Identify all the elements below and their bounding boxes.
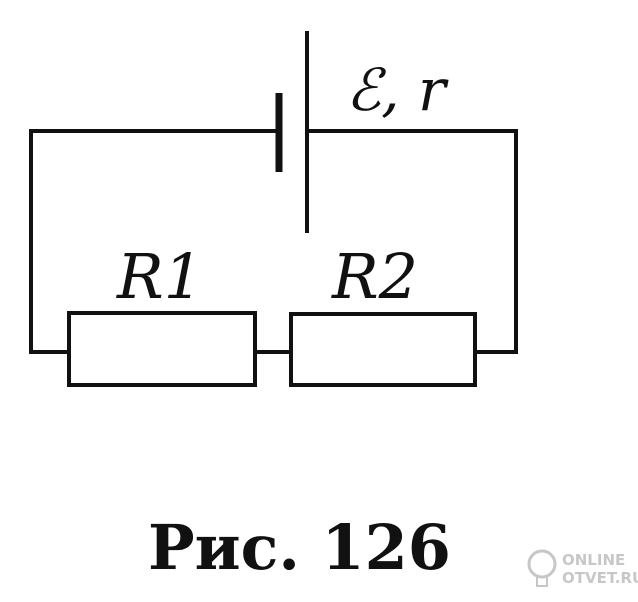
watermark-logo: ONLINE OTVET.RU — [527, 549, 638, 587]
resistor-2-label: R2 — [331, 240, 418, 313]
resistor-1-label: R1 — [116, 240, 203, 313]
resistor-r2 — [289, 312, 477, 387]
wire-right-top — [308, 129, 518, 354]
watermark-line-1: ONLINE — [562, 551, 625, 569]
figure-caption: Рис. 126 — [148, 511, 451, 584]
wire-left-top — [29, 129, 277, 354]
lightbulb-icon — [527, 549, 557, 587]
resistor-r1 — [67, 311, 257, 387]
source-label: ℰ, r — [346, 56, 449, 124]
watermark-line-2: OTVET.RU — [562, 569, 638, 587]
